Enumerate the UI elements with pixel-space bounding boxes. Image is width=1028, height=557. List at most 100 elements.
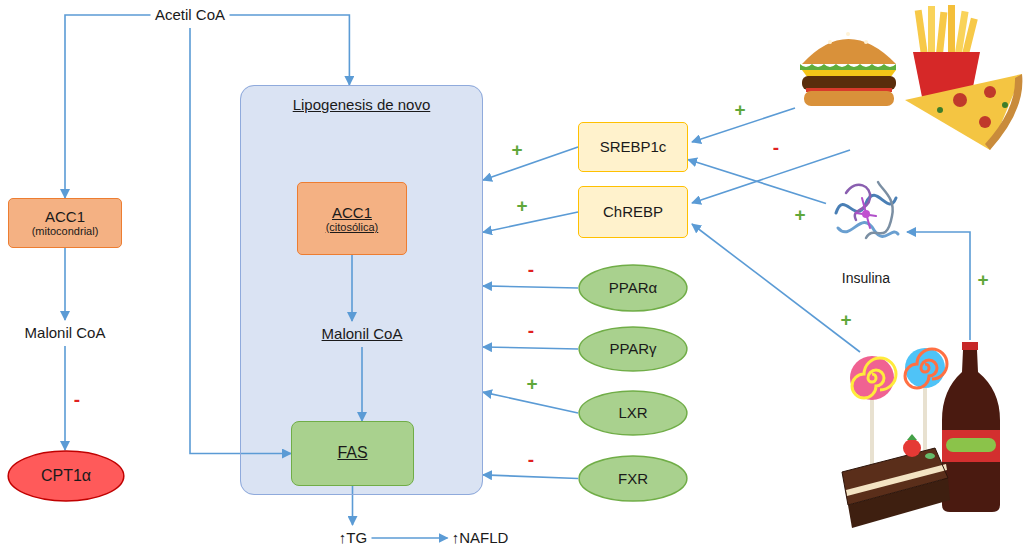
effect-sign: + xyxy=(794,204,805,226)
connector-arrow xyxy=(351,255,353,321)
edge-label-holder: - xyxy=(528,449,534,471)
fries-illustration-part xyxy=(915,10,929,59)
label-holder: + xyxy=(977,269,988,291)
soda-illustration-part xyxy=(942,350,1000,512)
lollipop-illustration-part xyxy=(905,349,947,388)
node-label: ChREBP xyxy=(603,203,663,220)
outcome-label: ↑NAFLD xyxy=(448,525,513,551)
node-sublabel: (citosólica) xyxy=(326,221,379,234)
cake-illustration-part xyxy=(907,434,917,440)
cake-illustration-part xyxy=(846,464,947,496)
pizza-illustration-part xyxy=(1002,102,1008,108)
fries-illustration-part xyxy=(928,6,935,56)
pathway-region: Lipogenesis de novoACC1(citosólica)Malon… xyxy=(240,85,483,495)
pizza-illustration-part xyxy=(937,107,943,113)
food-arrow-part xyxy=(692,224,860,352)
connector-arrow xyxy=(64,248,66,320)
node-label: FXR xyxy=(618,470,648,487)
connector-arrow xyxy=(361,347,363,421)
node-label: ACC1 xyxy=(45,208,85,225)
insulin-ribbon xyxy=(866,182,893,238)
pizza-illustration-part xyxy=(953,93,967,107)
cake-illustration-part xyxy=(925,453,935,459)
insulin-structure xyxy=(826,168,906,258)
node-label: LXR xyxy=(618,404,647,421)
pizza-illustration-part xyxy=(905,74,1022,150)
ellipse-outline xyxy=(8,451,124,501)
burger-illustration-part xyxy=(800,64,896,70)
connector-arrow xyxy=(372,537,448,539)
pizza-illustration-part xyxy=(985,74,1022,150)
effect-sign: + xyxy=(516,195,527,217)
hormone-figure: Insulina xyxy=(826,168,906,286)
enzyme-box: ACC1(citosólica) xyxy=(297,182,407,255)
metabolite-label: Malonil CoA xyxy=(21,320,110,346)
enzyme-box: FAS xyxy=(291,421,414,486)
label-holder: + xyxy=(734,99,745,121)
burger-illustration-part xyxy=(804,91,894,106)
effect-sign: - xyxy=(528,320,534,342)
effect-sign: + xyxy=(511,139,522,161)
receptor-ellipse: FXR xyxy=(578,455,688,502)
receptor-ellipse: PPARγ xyxy=(578,326,688,372)
cake-illustration-part xyxy=(848,478,950,528)
edge-label-holder: - xyxy=(528,320,534,342)
node-label: PPARγ xyxy=(609,340,656,357)
connector-arrow xyxy=(64,346,66,450)
node-label: Insulina xyxy=(842,270,890,286)
soda-illustration-part xyxy=(962,342,978,350)
transcription-factor-box: ChREBP xyxy=(578,186,688,238)
cake-illustration-part xyxy=(903,439,921,457)
connector-arrow xyxy=(483,475,578,479)
node-label: FAS xyxy=(337,444,367,462)
node-sublabel: (mitocondrial) xyxy=(32,225,99,238)
node-label: SREBP1c xyxy=(600,138,667,155)
connector-arrow xyxy=(483,347,578,349)
lollipop-illustration-part xyxy=(923,388,927,458)
pizza-illustration-part xyxy=(979,116,991,128)
burger-illustration-part xyxy=(864,40,868,44)
edge-label-holder: - xyxy=(528,259,534,281)
food-arrow-part xyxy=(692,150,850,203)
food-arrow xyxy=(692,108,970,352)
connector-arrow xyxy=(230,15,350,85)
edge-label-holder: + xyxy=(511,139,522,161)
pizza-illustration-part xyxy=(984,86,996,98)
effect-sign: + xyxy=(526,373,537,395)
food-arrow-part xyxy=(907,232,970,340)
effect-sign: - xyxy=(74,389,80,411)
ellipse-outline xyxy=(579,456,687,501)
transcription-factor-box: SREBP1c xyxy=(578,122,688,172)
node-label: CPT1α xyxy=(41,467,91,485)
connector-arrow xyxy=(688,160,826,204)
label-holder: - xyxy=(773,137,779,159)
edge-label-holder: + xyxy=(526,373,537,395)
effect-sign: - xyxy=(773,137,779,159)
effect-sign: - xyxy=(528,449,534,471)
soda-illustration-part xyxy=(946,438,996,452)
region-fill xyxy=(240,85,483,495)
pizza-illustration xyxy=(905,74,1022,150)
effect-sign: + xyxy=(977,269,988,291)
connector-arrow xyxy=(483,212,578,232)
burger-illustration xyxy=(800,32,896,106)
connector-arrow xyxy=(483,392,578,413)
node-label: Malonil CoA xyxy=(25,324,106,341)
node-label: ACC1 xyxy=(332,204,372,221)
soda-illustration xyxy=(942,342,1000,512)
burger-illustration-part xyxy=(846,32,850,36)
insulin-ribbon xyxy=(846,185,870,220)
node-label: Lipogenesis de novo xyxy=(293,96,431,113)
effect-sign: - xyxy=(528,259,534,281)
node-label: PPARα xyxy=(609,279,657,296)
fries-illustration-part xyxy=(948,5,955,57)
cake-illustration xyxy=(842,434,950,528)
effect-sign: + xyxy=(840,309,851,331)
edge-label-holder: + xyxy=(794,204,805,226)
soda-illustration-part xyxy=(942,430,1000,462)
receptor-ellipse: PPARα xyxy=(578,264,688,312)
insulin-ribbon xyxy=(856,198,876,228)
connector-arrow xyxy=(352,486,354,525)
fries-illustration-part xyxy=(936,12,948,58)
enzyme-box: ACC1(mitocondrial) xyxy=(8,198,122,248)
